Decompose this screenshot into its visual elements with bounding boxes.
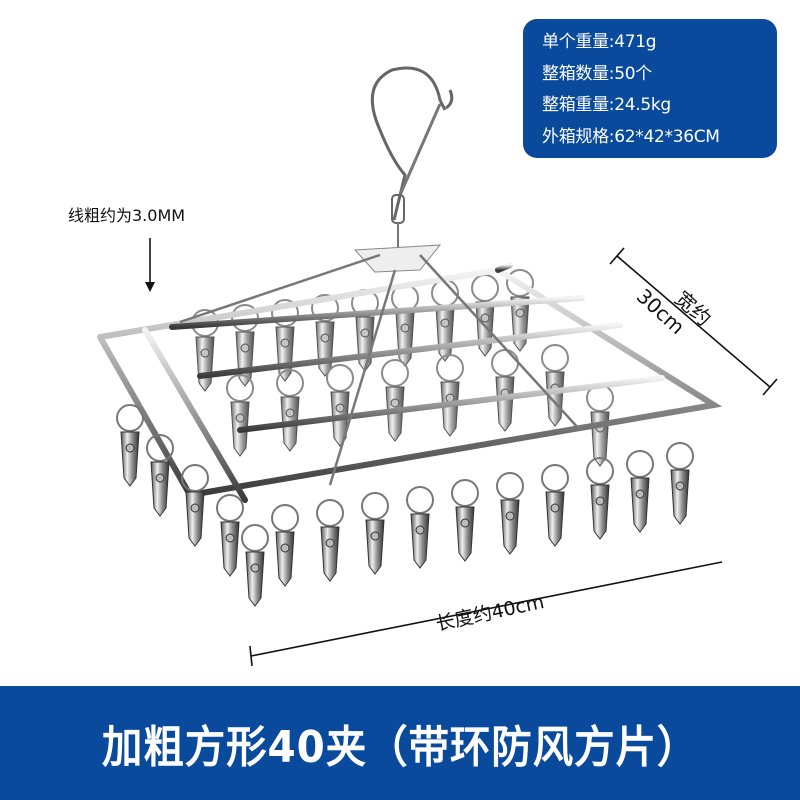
spec-info-box: 单个重量:471g 整箱数量:50个 整箱重量:24.5kg 外箱规格:62*4… [523, 19, 777, 158]
spec-unit-weight: 单个重量:471g [542, 32, 657, 52]
length-dimension-line [249, 561, 723, 667]
rack-frame [97, 262, 723, 503]
product-title: 加粗方形40夹（带环防风方片） [101, 722, 699, 773]
spec-carton-quantity: 整箱数量:50个 [542, 63, 652, 84]
hook-icon [353, 66, 454, 273]
down-arrow-icon [145, 238, 155, 292]
wire-thickness-note: 线粗约为3.0MM [68, 206, 186, 225]
product-image-clothes-hanger [97, 66, 778, 667]
title-banner: 加粗方形40夹（带环防风方片） [0, 686, 800, 800]
spec-carton-weight: 整箱重量:24.5kg [542, 95, 671, 115]
spec-carton-size: 外箱规格:62*42*36CM [542, 126, 720, 147]
width-dimension-line [609, 247, 778, 396]
